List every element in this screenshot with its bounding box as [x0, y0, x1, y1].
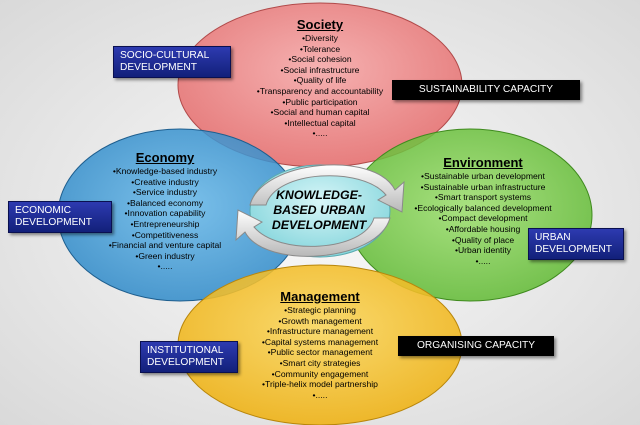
management-item: •Infrastructure management	[266, 326, 374, 337]
environment-item: •Sustainable urban infrastructure	[420, 181, 546, 192]
economy-list: Economy •Knowledge-based industry •Creat…	[90, 150, 240, 272]
management-title: Management	[280, 289, 360, 304]
box-line: INSTITUTIONAL	[147, 345, 224, 356]
center-ellipse	[249, 164, 391, 258]
top-circular-arrow	[249, 164, 405, 213]
management-item: •Strategic planning	[284, 305, 356, 315]
economy-item: •.....	[157, 261, 173, 272]
center-line: BASED URBAN	[273, 203, 365, 217]
box-line: DEVELOPMENT	[15, 217, 92, 228]
society-item: •Social infrastructure	[280, 64, 360, 75]
economy-item: •Balanced economy	[126, 197, 204, 208]
box-line: ECONOMIC	[15, 205, 72, 216]
environment-item: •Smart transport systems	[434, 192, 532, 203]
environment-list: Environment •Sustainable urban developme…	[403, 155, 563, 266]
society-item: •Tolerance	[299, 43, 341, 54]
economy-item: •Creative industry	[131, 176, 199, 187]
management-item: •Public sector management	[267, 347, 373, 358]
environment-item: •Quality of place	[451, 234, 515, 245]
society-item: •Social and human capital	[270, 107, 370, 118]
box-line: URBAN	[535, 232, 571, 243]
environment-item: •.....	[475, 255, 491, 266]
center-line: KNOWLEDGE-	[275, 188, 363, 202]
economy-item: •Financial and venture capital	[108, 240, 222, 251]
socio-cultural-development-box: SOCIO-CULTURAL DEVELOPMENT	[113, 46, 231, 78]
environment-item: •Affordable housing	[445, 223, 521, 234]
sustainability-capacity-box: SUSTAINABILITY CAPACITY	[392, 80, 580, 100]
economy-title: Economy	[135, 150, 195, 165]
society-list: Society •Diversity •Tolerance •Social co…	[230, 17, 410, 139]
society-item: •Diversity	[302, 33, 338, 43]
environment-item: •Compact development	[438, 213, 528, 224]
economy-item: •Competitiveness	[131, 229, 199, 240]
economy-item: •Green industry	[135, 250, 195, 261]
society-item: •.....	[312, 128, 328, 139]
box-line: DEVELOPMENT	[147, 357, 224, 368]
economy-item: •Knowledge-based industry	[112, 166, 218, 176]
economy-item: •Service industry	[132, 187, 198, 198]
society-item: •Public participation	[282, 96, 358, 107]
society-item: •Intellectual capital	[284, 117, 356, 128]
economy-item: •Innovation capability	[124, 208, 206, 219]
society-title: Society	[296, 17, 344, 32]
urban-development-box: URBAN DEVELOPMENT	[528, 228, 624, 260]
society-item: •Social cohesion	[288, 54, 352, 65]
box-line: SOCIO-CULTURAL	[120, 50, 210, 61]
management-item: •.....	[312, 389, 328, 400]
environment-item: •Ecologically balanced development	[414, 202, 552, 213]
organising-capacity-box: ORGANISING CAPACITY	[398, 336, 554, 356]
environment-item: •Sustainable urban development	[421, 171, 545, 181]
bottom-circular-arrow	[235, 209, 391, 257]
management-item: •Capital systems management	[261, 336, 379, 347]
economic-development-box: ECONOMIC DEVELOPMENT	[8, 201, 112, 233]
management-item: •Triple-helix model partnership	[262, 379, 378, 390]
environment-item: •Urban identity	[454, 245, 512, 256]
center-label: KNOWLEDGE- BASED URBAN DEVELOPMENT	[255, 188, 383, 233]
box-line: ORGANISING CAPACITY	[416, 340, 536, 351]
center-line: DEVELOPMENT	[271, 218, 367, 232]
economy-item: •Entrepreneurship	[130, 218, 200, 229]
box-line: DEVELOPMENT	[120, 62, 197, 73]
management-item: •Community engagement	[271, 368, 369, 379]
management-item: •Smart city strategies	[279, 357, 361, 368]
society-item: •Transparency and accountability	[256, 85, 384, 96]
environment-title: Environment	[443, 155, 523, 170]
institutional-development-box: INSTITUTIONAL DEVELOPMENT	[140, 341, 238, 373]
box-line: SUSTAINABILITY CAPACITY	[418, 84, 554, 95]
box-line: DEVELOPMENT	[535, 244, 612, 255]
society-item: •Quality of life	[293, 75, 347, 86]
management-item: •Growth management	[278, 315, 362, 326]
management-list: Management •Strategic planning •Growth m…	[235, 289, 405, 400]
